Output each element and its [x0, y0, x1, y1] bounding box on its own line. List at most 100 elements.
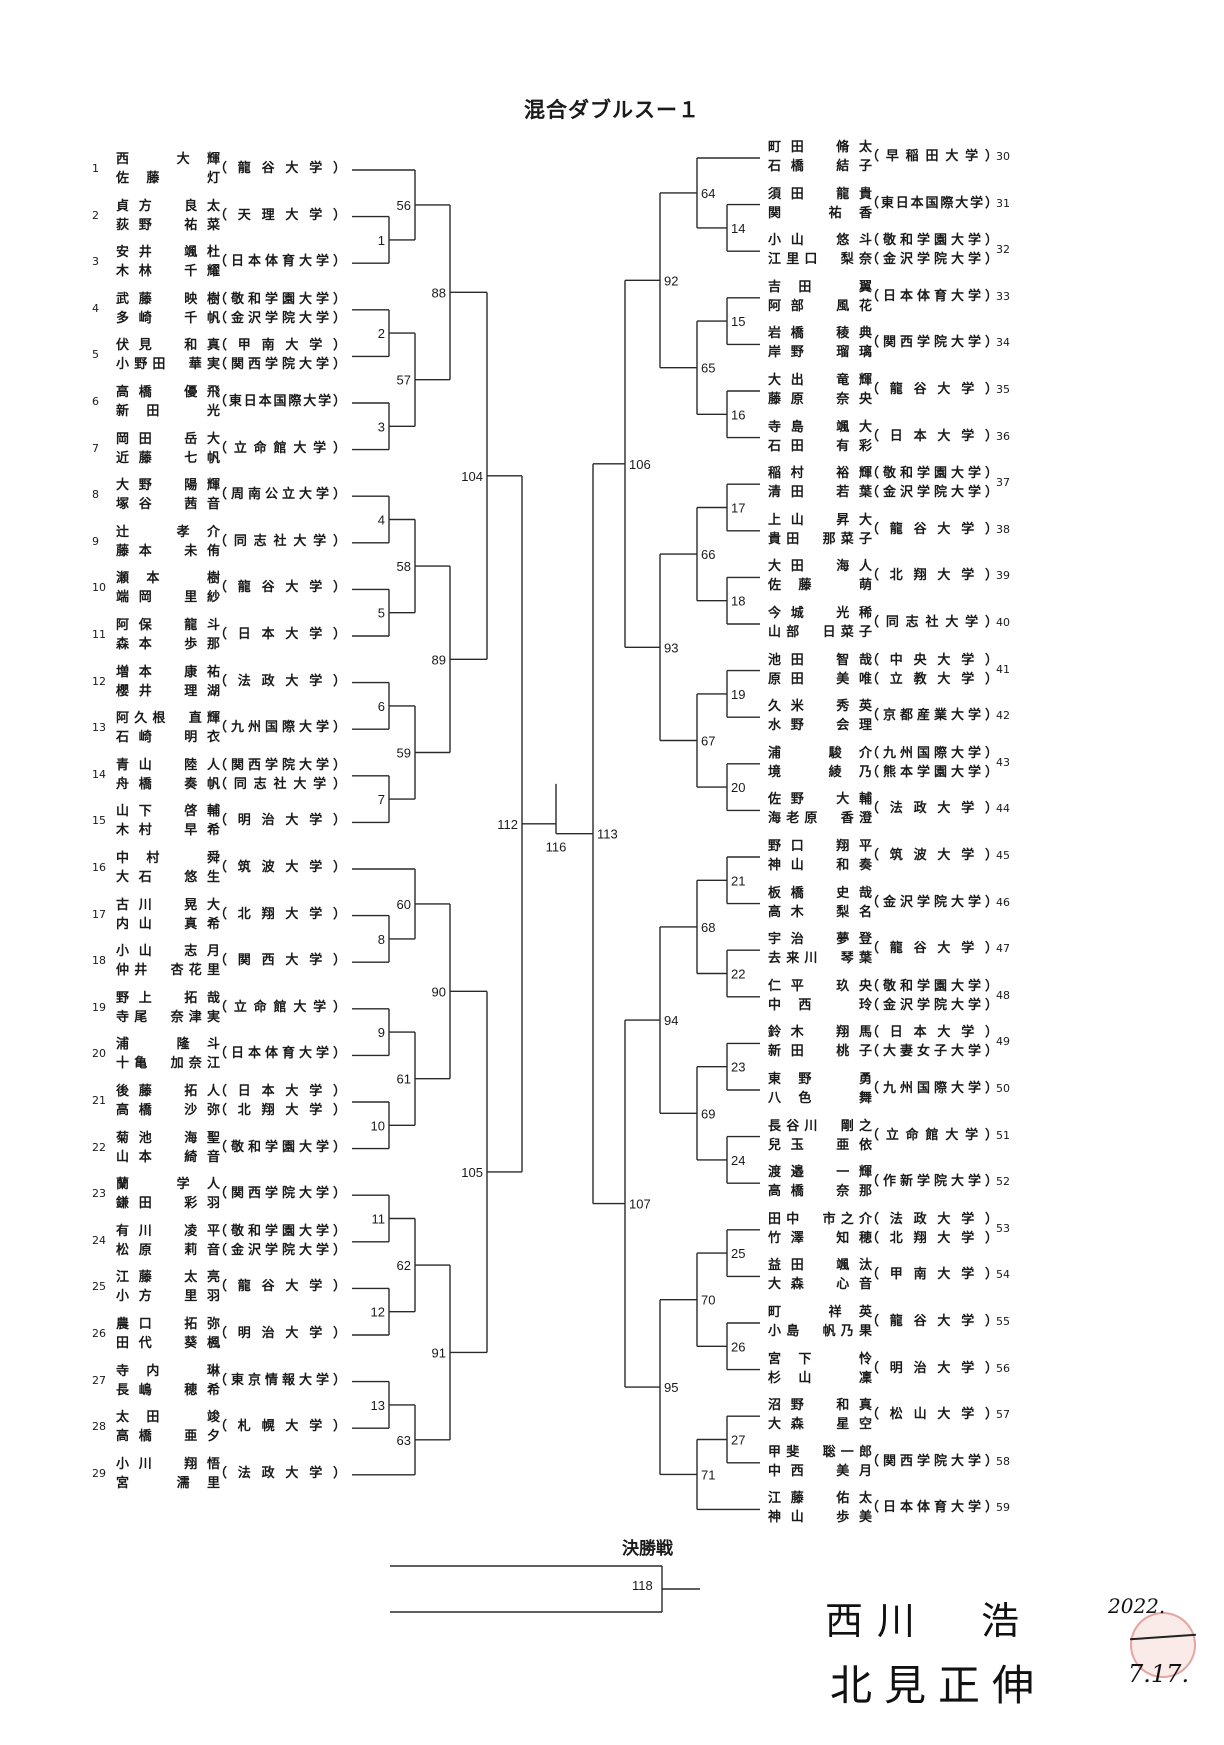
entry-number: 34 — [996, 336, 1010, 350]
university-names: （東日本国際大学） — [214, 392, 346, 411]
match-number: 91 — [432, 1345, 446, 1360]
player-name: 西 大輝 — [116, 152, 220, 167]
player-names: 阿久根 直輝石崎 明衣 — [116, 709, 220, 747]
university-name: （金沢学院大学） — [214, 310, 346, 326]
entry-number: 13 — [92, 721, 106, 735]
match-number: 57 — [397, 373, 411, 388]
player-names: 小山 志月仲井 杏花里 — [116, 942, 220, 980]
university-names: （筑波大学） — [866, 846, 998, 865]
player-name: 沼野 和真 — [768, 1398, 872, 1414]
player-name: 櫻井 理湖 — [116, 683, 220, 699]
match-number: 21 — [731, 873, 745, 888]
player-name: 甲斐 聡一郎 — [768, 1444, 872, 1460]
university-names: （関西大学） — [214, 951, 346, 970]
entry-number: 47 — [996, 942, 1010, 956]
university-name: （甲南大学） — [214, 338, 346, 354]
university-names: （龍谷大学） — [866, 1312, 998, 1331]
match-number: 2 — [378, 326, 385, 341]
university-name: （北翔大学） — [866, 568, 998, 584]
player-names: 高橋 優飛新田 光 — [116, 383, 220, 421]
player-name: 須田 龍貴 — [768, 186, 872, 202]
university-name: （明治大学） — [866, 1360, 998, 1376]
player-names: 伏見 和真小野田 華実 — [116, 336, 220, 374]
player-name: 辻 孝介 — [116, 524, 220, 540]
match-number: 16 — [731, 407, 745, 422]
player-name: 浦 隆斗 — [116, 1037, 220, 1053]
university-names: （松山大学） — [866, 1405, 998, 1424]
date-year: 2022. — [1108, 1594, 1166, 1618]
university-name: （金沢学院大学） — [866, 252, 998, 268]
player-name: 舟橋 奏帆 — [116, 776, 220, 792]
match-number: 95 — [664, 1380, 678, 1395]
entry-number: 10 — [92, 581, 106, 595]
player-name: 佐藤 灯 — [116, 171, 220, 186]
player-name: 太田 竣 — [116, 1410, 220, 1426]
player-name: 仲井 杏花里 — [116, 963, 220, 979]
university-name: （日本体育大学） — [866, 288, 998, 304]
player-name: 江藤 太亮 — [116, 1270, 220, 1286]
player-name: 大石 悠生 — [116, 870, 220, 885]
match-number: 105 — [461, 1165, 483, 1180]
university-names: （甲南大学） — [866, 1265, 998, 1284]
university-names: （日本体育大学） — [866, 1498, 998, 1517]
match-number: 56 — [397, 198, 411, 213]
entry-number: 36 — [996, 429, 1010, 443]
player-name: 小島 帆乃果 — [768, 1324, 872, 1339]
match-number: 17 — [731, 501, 745, 516]
match-number: 107 — [629, 1197, 651, 1212]
player-names: 益田 颯汰大森 心音 — [768, 1256, 872, 1294]
entry-number: 28 — [92, 1420, 106, 1434]
entry-number: 45 — [996, 849, 1010, 862]
university-name: （龍谷大学） — [866, 941, 998, 957]
university-name: （敬和学園大学） — [866, 233, 998, 249]
player-names: 浦 隆斗十亀 加奈江 — [116, 1035, 220, 1073]
signature-1: 西川 浩 — [825, 1599, 1034, 1643]
university-name: （九州国際大学） — [866, 745, 998, 761]
page-title: 混合ダブルスー１ — [524, 98, 700, 122]
player-name: 古川 晃大 — [116, 897, 220, 913]
player-name: 山部 日菜子 — [768, 625, 872, 640]
player-names: 小川 翔悟宮 濡里 — [116, 1455, 220, 1493]
player-name: 境 綾乃 — [768, 764, 872, 780]
player-name: 新田 光 — [116, 404, 220, 419]
university-name: （龍谷大学） — [866, 1314, 998, 1329]
university-name: （金沢学院大学） — [866, 997, 998, 1013]
entry-number: 2 — [92, 208, 99, 222]
match-number: 66 — [701, 547, 715, 562]
university-names: （龍谷大学） — [866, 380, 998, 399]
entry-number: 44 — [996, 802, 1010, 816]
entry-number: 37 — [996, 476, 1010, 490]
player-name: 岡田 岳大 — [116, 431, 220, 447]
university-names: （東日本国際大学） — [866, 194, 998, 213]
player-name: 田代 葵楓 — [116, 1336, 220, 1351]
match-number: 15 — [731, 314, 745, 329]
match-number: 89 — [432, 652, 446, 667]
player-name: 小山 志月 — [116, 944, 220, 960]
player-names: 岡田 岳大近藤 七帆 — [116, 430, 220, 468]
entry-number: 17 — [92, 907, 106, 921]
university-names: （関西学院大学） — [866, 1452, 998, 1471]
player-name: 中西 美月 — [768, 1463, 872, 1479]
player-names: 甲斐 聡一郎中西 美月 — [768, 1443, 872, 1481]
entry-number: 14 — [92, 767, 106, 781]
player-names: 阿保 龍斗森本 歩那 — [116, 616, 220, 654]
university-names: （九州国際大学）（熊本学園大学） — [866, 744, 998, 782]
match-number: 10 — [371, 1118, 385, 1133]
player-name: 高橋 亜夕 — [116, 1429, 220, 1445]
player-name: 杉山 凜 — [768, 1370, 872, 1386]
match-number: 104 — [461, 469, 483, 484]
university-name: （金沢学院大学） — [866, 485, 998, 501]
entry-number: 56 — [996, 1361, 1010, 1375]
university-name: （日本大学） — [214, 1084, 346, 1099]
player-name: 江里口 梨奈 — [768, 252, 872, 268]
